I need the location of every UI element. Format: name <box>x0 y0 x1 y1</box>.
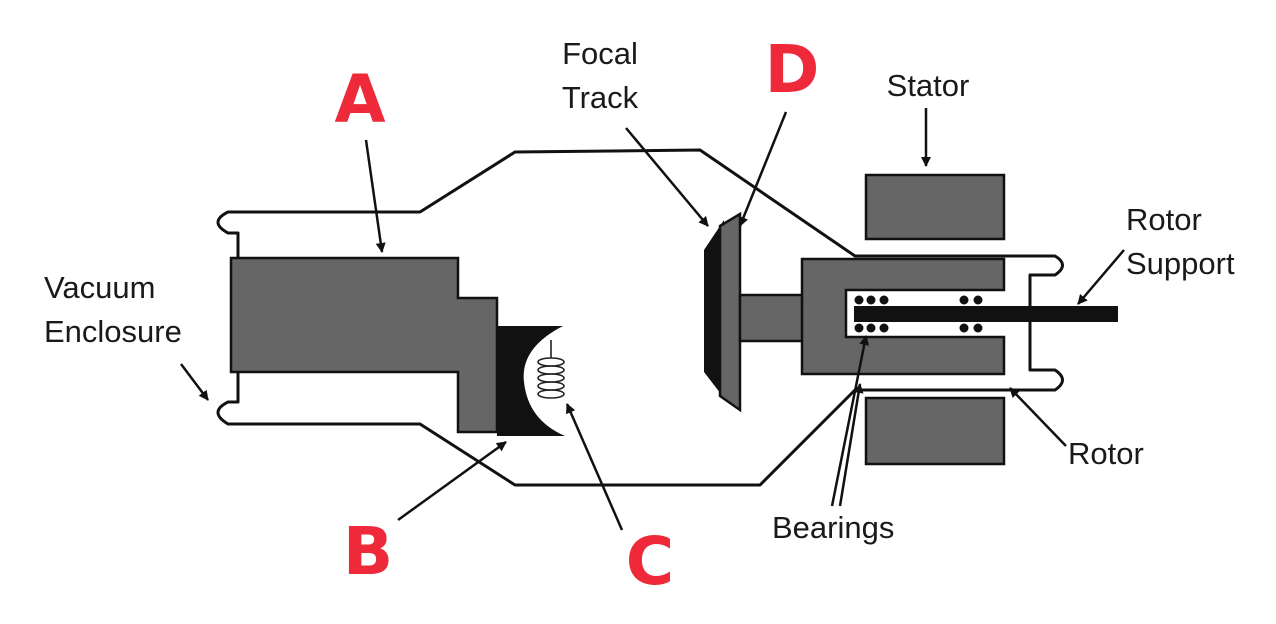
label-bearings: Bearings <box>772 510 894 545</box>
cathode-block <box>229 256 499 434</box>
arrow-bearings-2 <box>838 383 864 507</box>
label-focal-track-line2: Track <box>562 80 639 115</box>
arrow-b <box>397 440 507 522</box>
arrow-vacuum-enclosure <box>180 363 209 401</box>
arrow-d <box>738 111 788 227</box>
pointer-arrows <box>180 108 1125 531</box>
label-rotor: Rotor <box>1068 436 1144 471</box>
filament-coil <box>537 340 565 399</box>
stator-top <box>864 173 1006 241</box>
label-rotor-support-line1: Rotor <box>1126 202 1202 237</box>
anode-disk <box>718 211 742 413</box>
arrow-a <box>364 139 386 253</box>
letter-b: B <box>343 513 393 590</box>
letter-d: D <box>765 31 820 108</box>
label-stator: Stator <box>887 68 970 103</box>
arrow-c <box>565 403 624 531</box>
label-focal-track-line1: Focal <box>562 36 638 71</box>
label-vacuum-enclosure-line2: Enclosure <box>44 314 182 349</box>
label-vacuum-enclosure-line1: Vacuum <box>44 270 155 305</box>
rotor <box>800 257 1006 376</box>
arrow-rotor-support <box>1077 249 1125 305</box>
arrow-rotor <box>1009 387 1067 447</box>
stator-bottom <box>864 396 1006 466</box>
anode-stem <box>738 293 806 343</box>
arrow-bearings-1 <box>830 335 870 507</box>
letter-c: C <box>626 523 674 600</box>
arrow-focal-track <box>625 127 709 227</box>
focusing-cup <box>497 326 565 436</box>
bearings <box>854 295 983 333</box>
rotor-support-shaft <box>854 306 1118 322</box>
label-rotor-support-line2: Support <box>1126 246 1235 281</box>
letter-a: A <box>334 61 385 138</box>
